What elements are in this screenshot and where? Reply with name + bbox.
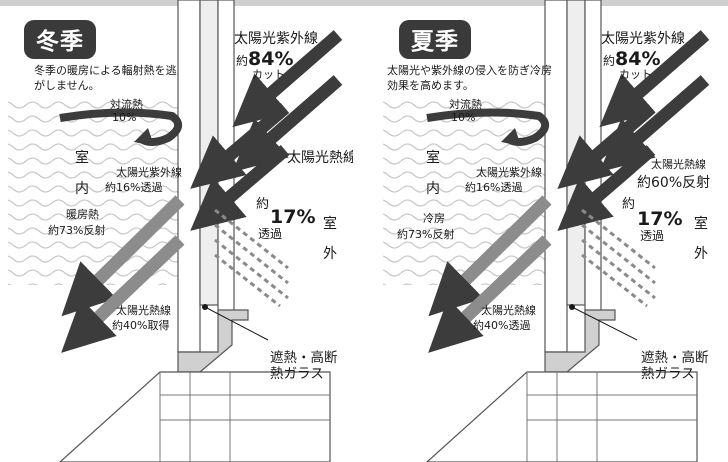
- uv-prefix: 約: [603, 54, 616, 68]
- uv-title: 太陽光紫外線: [601, 31, 685, 47]
- solar-heat-title: 太陽光熱線: [287, 150, 353, 166]
- heat-reflect-value: 約60%反射: [637, 175, 711, 191]
- transmit-dashes: [214, 208, 289, 308]
- indoor-heat-value: 約73%反射: [397, 228, 455, 241]
- uv-cut-group: 約84%: [603, 48, 661, 71]
- transmit-percent: 17%: [637, 208, 683, 230]
- frame-base: [59, 371, 331, 462]
- solar-arrow-1: [557, 103, 656, 190]
- glass-pane: [199, 0, 219, 306]
- uv-cut: カット: [619, 68, 652, 81]
- uv-percent: 84%: [615, 48, 661, 70]
- winter-illustration: [8, 0, 343, 462]
- heat-reflect-title: 太陽光熱線: [651, 158, 706, 171]
- season-title: 冬季: [24, 20, 96, 59]
- winter-panel: 冬季 冬季の暖房による輻射熱を逃がしません。 対流熱 10% 太陽光紫外線 約8…: [0, 0, 353, 462]
- uv-in-title: 太陽光紫外線: [476, 166, 542, 179]
- reflect-arrow-1: [428, 195, 552, 317]
- indoor-heat-title: 暖房熱: [66, 208, 99, 221]
- glass-label: 遮熱・高断熱ガラス: [270, 350, 338, 383]
- panel-description: 太陽光や紫外線の侵入を防ぎ冷房効果を高めます。: [387, 64, 552, 92]
- bottom-value: 約40%透過: [473, 319, 531, 332]
- convection-percent: 10%: [451, 111, 476, 124]
- indoor-heat-title: 冷房: [423, 212, 445, 225]
- transmit-prefix: 約: [256, 197, 270, 212]
- uv-prefix: 約: [236, 54, 249, 68]
- bottom-value: 約40%取得: [112, 319, 170, 332]
- frame-base-lines: [159, 372, 330, 462]
- indoor-label-2: 内: [75, 181, 89, 197]
- convection-arrowhead: [134, 128, 154, 146]
- transmit-prefix: 約: [622, 197, 636, 212]
- frame-base-lines: [526, 372, 697, 462]
- solar-arrow-1: [190, 103, 290, 189]
- summer-illustration: [383, 0, 710, 462]
- indoor-label-2: 内: [426, 181, 440, 197]
- uv-in-value: 約16%透過: [105, 181, 163, 194]
- uv-percent: 84%: [248, 48, 294, 70]
- uv-arrow-1: [599, 30, 710, 128]
- solar-arrow-2: [557, 145, 656, 232]
- bottom-title: 太陽光熱線: [481, 304, 536, 317]
- indoor-heat-value: 約73%反射: [48, 224, 106, 237]
- panel-description: 冬季の暖房による輻射熱を逃がしません。: [34, 64, 177, 92]
- outdoor-label-2: 外: [323, 246, 337, 262]
- reflect-arrow-2: [61, 235, 185, 353]
- transmit-percent: 17%: [270, 206, 316, 228]
- uv-cut-group: 約84%: [236, 48, 294, 71]
- frame-base: [426, 371, 698, 462]
- transmit-dashes: [581, 208, 656, 308]
- uv-arrow-2: [599, 75, 710, 173]
- top-strip: [0, 0, 728, 6]
- reflect-arrow-2: [428, 235, 552, 353]
- outdoor-label-1: 室: [694, 216, 708, 232]
- outdoor-label-1: 室: [323, 216, 337, 232]
- uv-title: 太陽光紫外線: [234, 31, 318, 47]
- transmit-label: 透過: [258, 227, 283, 241]
- outdoor-label-2: 外: [694, 246, 708, 262]
- convection-arrowhead: [501, 128, 521, 146]
- bottom-title: 太陽光熱線: [116, 304, 171, 317]
- indoor-label-1: 室: [426, 150, 440, 166]
- convection-arrow: [59, 108, 182, 146]
- summer-panel: 夏季 太陽光や紫外線の侵入を防ぎ冷房効果を高めます。 対流熱 10% 太陽光紫外…: [375, 0, 728, 462]
- uv-arrow-2: [232, 75, 343, 173]
- convection-label: 対流熱: [110, 98, 143, 111]
- uv-in-title: 太陽光紫外線: [116, 166, 182, 179]
- glass-leader-line: [204, 306, 269, 341]
- convection-arrow: [426, 108, 549, 146]
- glass-label: 遮熱・高断熱ガラス: [641, 350, 709, 383]
- uv-arrow-1: [232, 30, 343, 128]
- window-frame-inner: [544, 0, 568, 353]
- reflect-arrow-1: [61, 195, 185, 317]
- indoor-label-1: 室: [75, 150, 89, 166]
- glass-pane: [566, 0, 586, 306]
- transmit-label: 透過: [640, 229, 665, 243]
- solar-arrow-2: [190, 145, 290, 231]
- convection-label: 対流熱: [449, 98, 482, 111]
- uv-in-value: 約16%透過: [465, 181, 523, 194]
- season-title: 夏季: [399, 20, 471, 59]
- glass-leader-line: [571, 306, 638, 341]
- uv-cut: カット: [252, 68, 285, 81]
- convection-percent: 10%: [112, 111, 137, 124]
